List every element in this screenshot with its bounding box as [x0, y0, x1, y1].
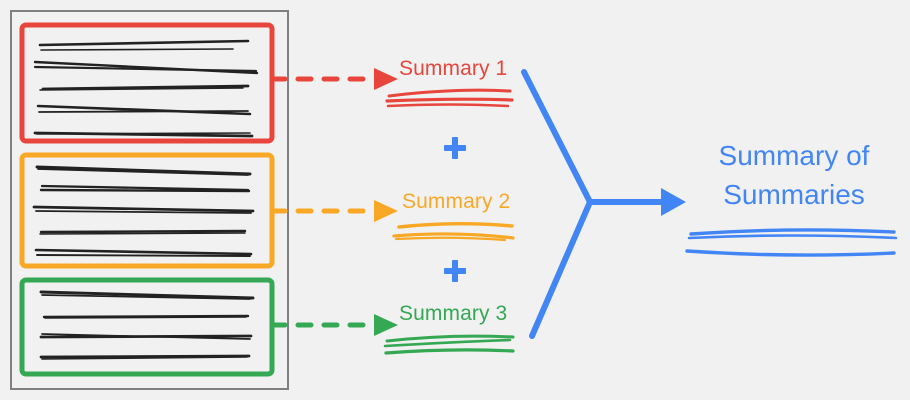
- chunk-1-arrow: [269, 68, 398, 90]
- final-output-strokes: [685, 228, 898, 257]
- plus-icon-2: [444, 260, 466, 282]
- chunk-3-arrow: [269, 314, 398, 336]
- chunk-2-text-lines: [32, 165, 255, 257]
- chunk-3-group[interactable]: [19, 277, 275, 377]
- chunk-1-text-lines: [33, 39, 259, 138]
- plus-icon-1: [444, 137, 466, 159]
- chunk-1-group[interactable]: [19, 22, 275, 144]
- chunk-2-group[interactable]: [19, 152, 275, 269]
- merge-arrow: [521, 69, 686, 339]
- source-document-frame: [10, 10, 289, 390]
- summary-3-strokes: [383, 334, 515, 355]
- chunk-2-arrow: [269, 200, 398, 222]
- chunk-3-text-lines: [39, 290, 255, 360]
- summary-2-strokes: [392, 222, 515, 242]
- summary-1-strokes: [385, 88, 514, 108]
- chunk-1-box[interactable]: [19, 22, 275, 144]
